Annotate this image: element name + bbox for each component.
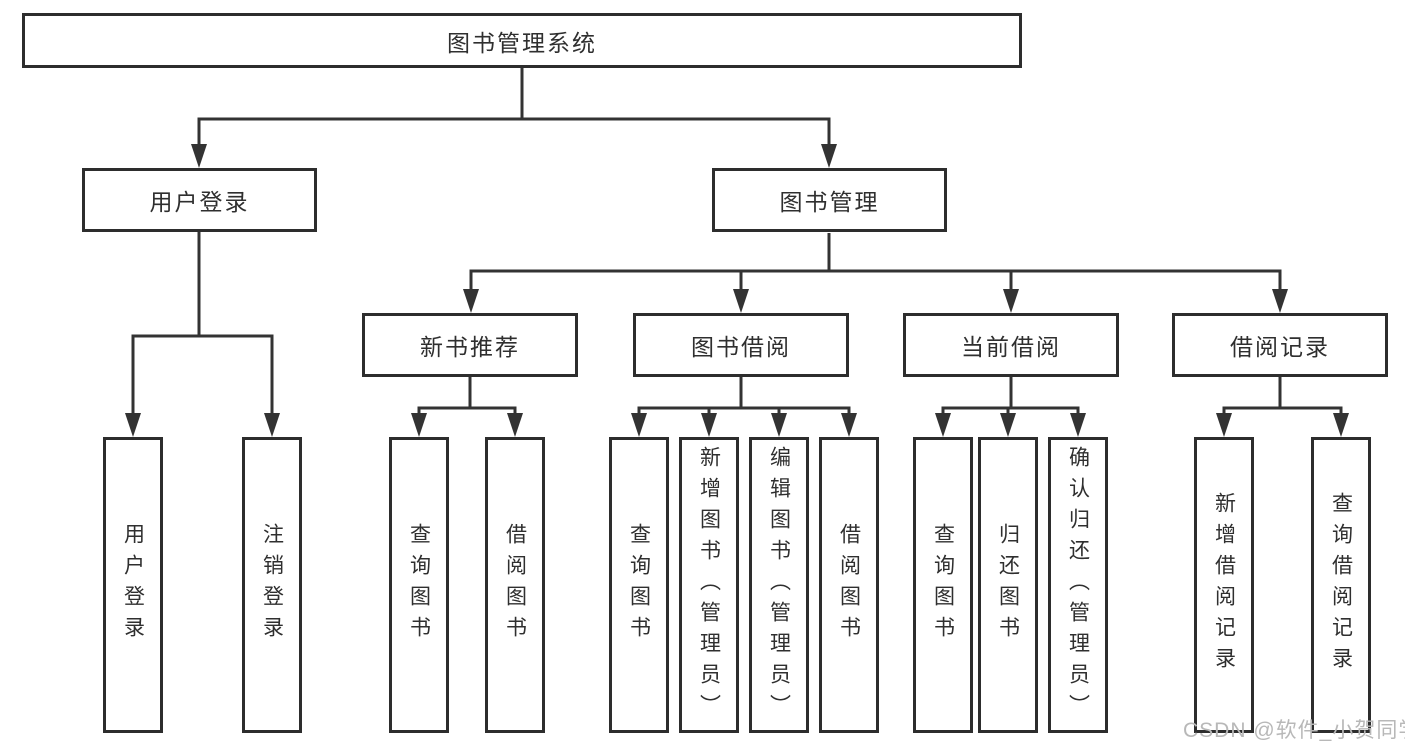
node-borrowing-records: 借阅记录 xyxy=(1172,313,1388,377)
leaf-query-borrow-record: 查询借阅记录 xyxy=(1311,437,1371,733)
node-root-library-system: 图书管理系统 xyxy=(22,13,1022,68)
node-book-borrowing: 图书借阅 xyxy=(633,313,849,377)
node-new-book-recommend: 新书推荐 xyxy=(362,313,578,377)
csdn-watermark: CSDN @软件_小贺同学 xyxy=(1183,719,1405,742)
leaf-query-books-current: 查询图书 xyxy=(913,437,973,733)
leaf-borrow-books-recommend: 借阅图书 xyxy=(485,437,545,733)
leaf-return-book: 归还图书 xyxy=(978,437,1038,733)
leaf-add-book-admin: 新增图书（管理员） xyxy=(679,437,739,733)
leaf-borrow-books-borrowing: 借阅图书 xyxy=(819,437,879,733)
leaf-add-borrow-record: 新增借阅记录 xyxy=(1194,437,1254,733)
node-book-management: 图书管理 xyxy=(712,168,947,232)
leaf-edit-book-admin: 编辑图书（管理员） xyxy=(749,437,809,733)
node-user-login: 用户登录 xyxy=(82,168,317,232)
leaf-query-books-borrowing: 查询图书 xyxy=(609,437,669,733)
node-current-borrowing: 当前借阅 xyxy=(903,313,1119,377)
leaf-confirm-return-admin: 确认归还（管理员） xyxy=(1048,437,1108,733)
leaf-logout: 注销登录 xyxy=(242,437,302,733)
leaf-user-login: 用户登录 xyxy=(103,437,163,733)
leaf-query-books-recommend: 查询图书 xyxy=(389,437,449,733)
